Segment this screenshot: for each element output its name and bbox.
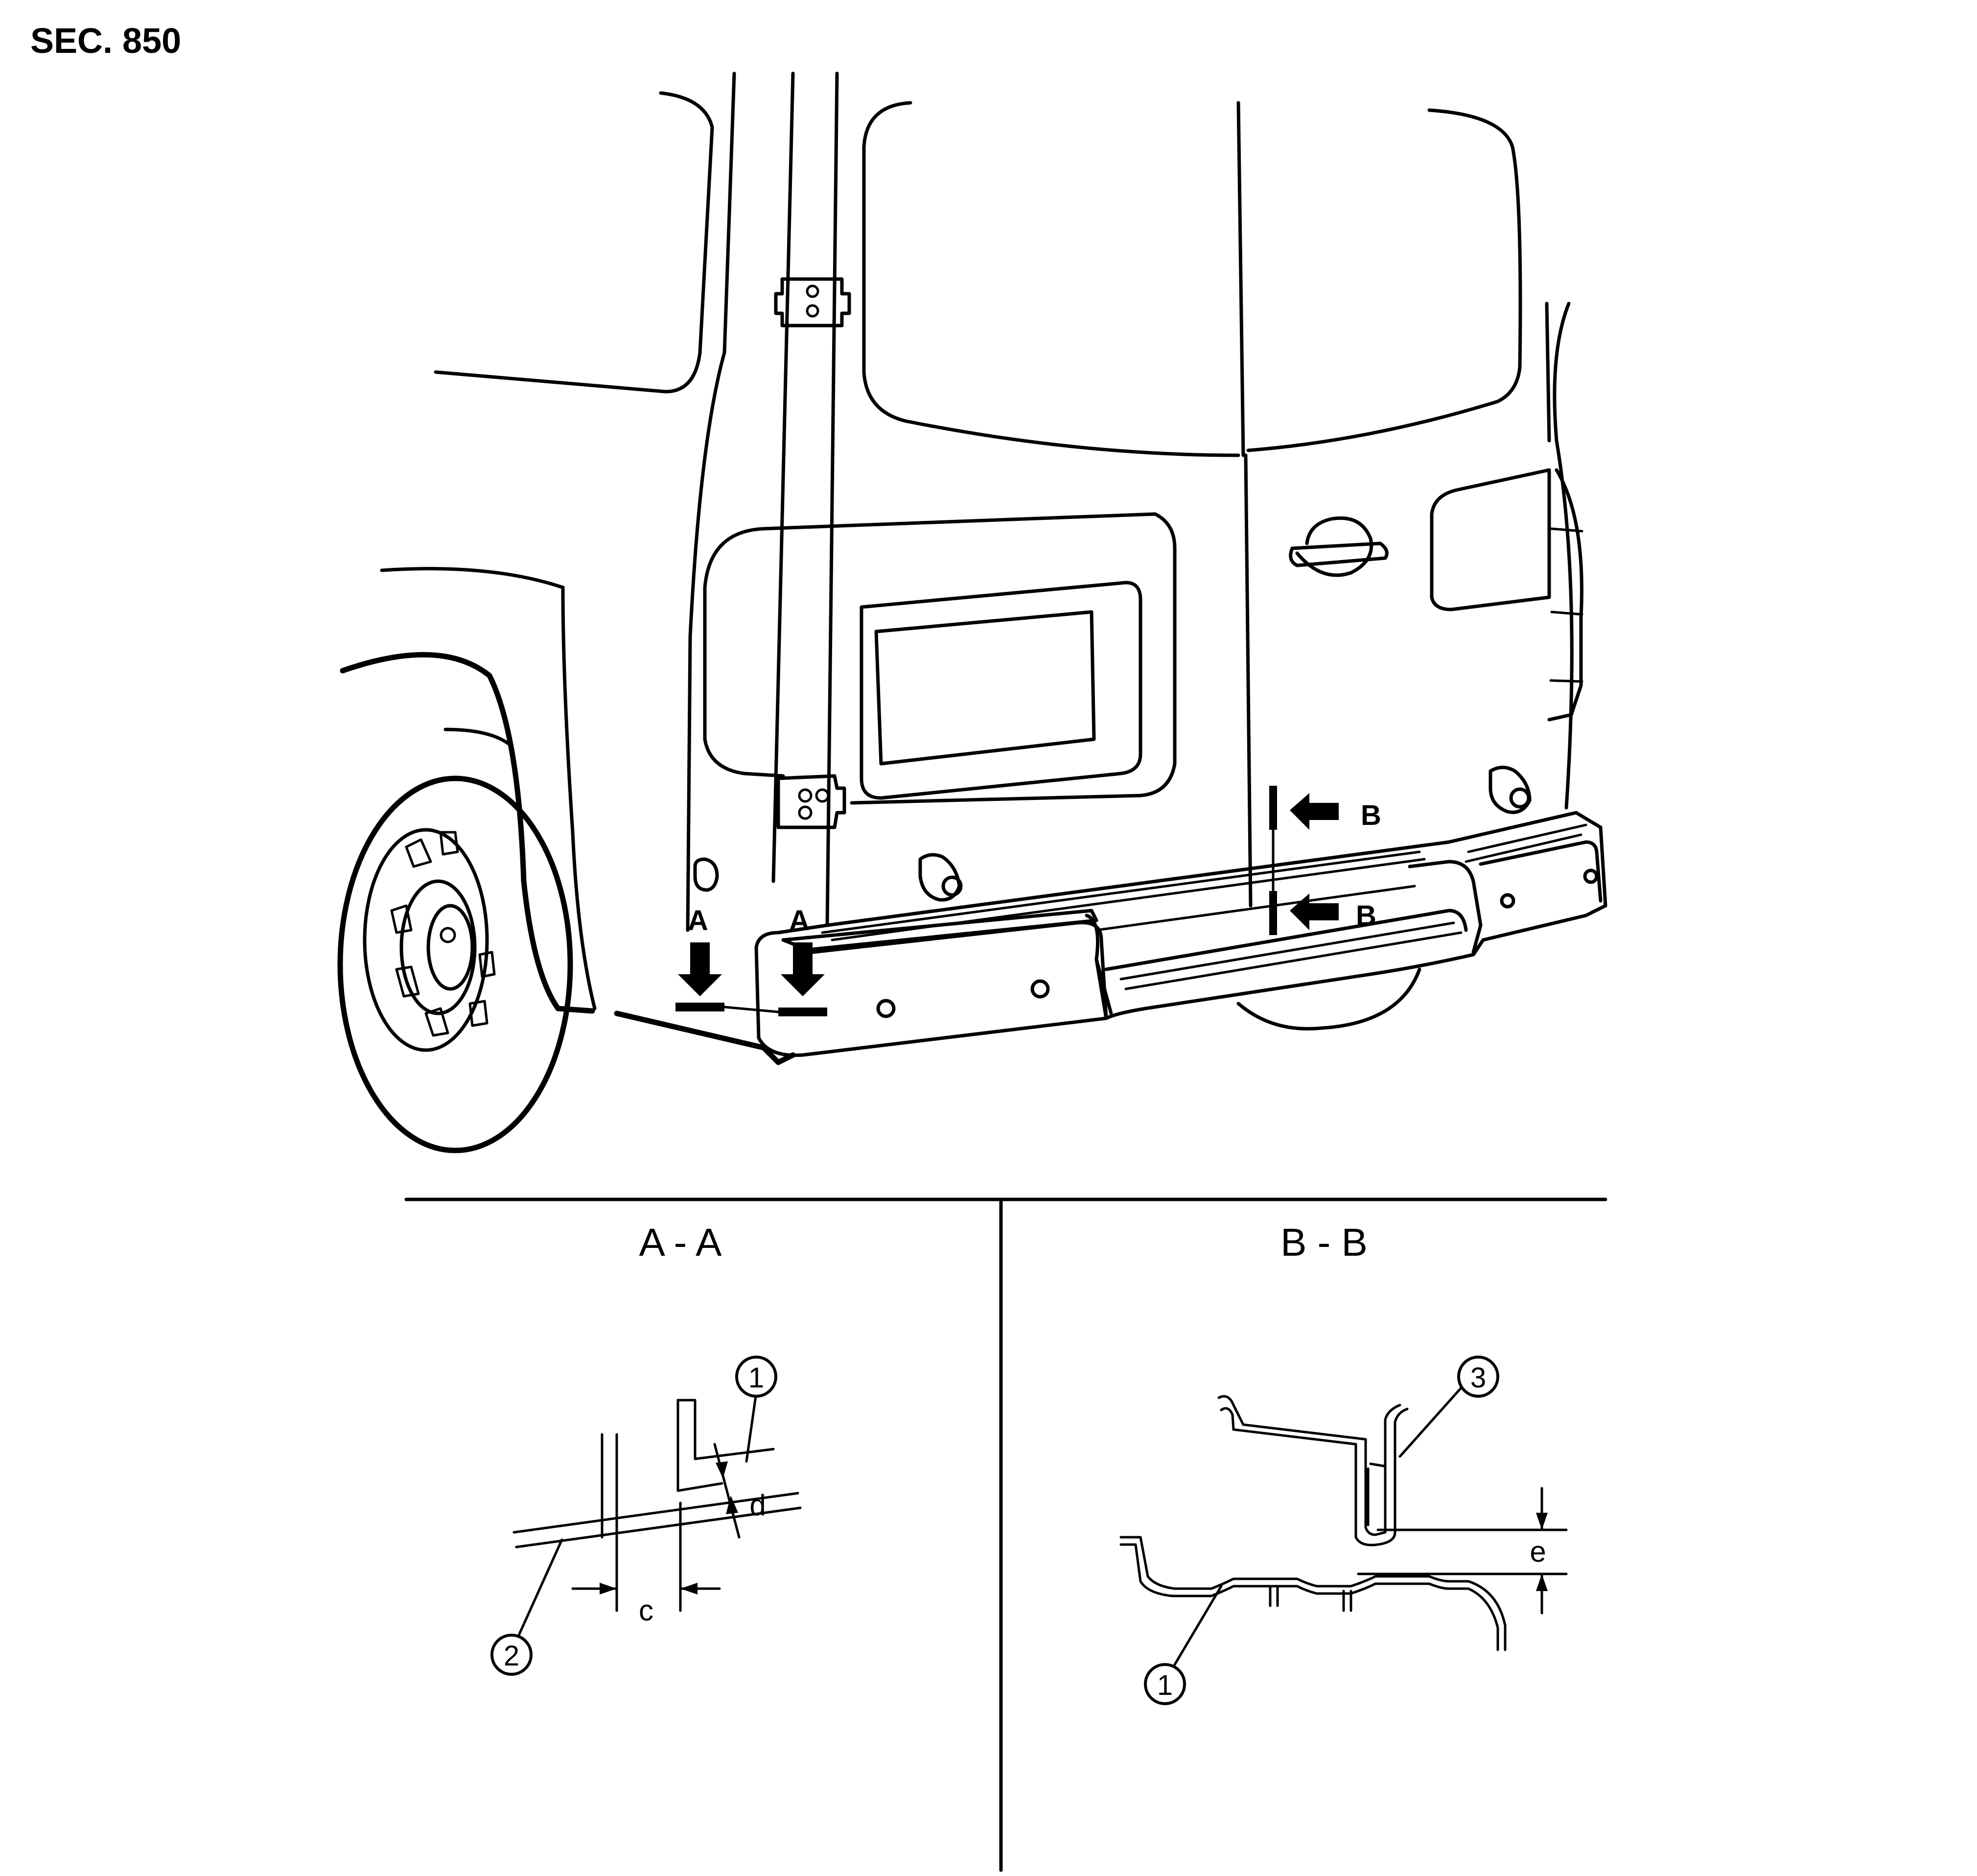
dimension-e: e [1530, 1535, 1546, 1568]
right-door-window [1430, 468, 1551, 611]
bumper-lamp-right [1489, 766, 1532, 814]
section-aa-title: A - A [639, 1220, 722, 1264]
marker-b-lower: B [1269, 891, 1376, 935]
section-bb: B - B 3 1 e [1119, 1220, 1568, 1705]
section-bb-title: B - B [1280, 1220, 1368, 1264]
right-body-edge [1553, 302, 1574, 810]
left-pillar-outer [686, 71, 736, 932]
door-handle [1289, 516, 1389, 577]
marker-a-connector [723, 1006, 780, 1013]
marker-a-right-label: A [789, 905, 810, 937]
side-window [434, 91, 714, 394]
bumper-lamp-left [693, 857, 719, 892]
left-lower-panel [703, 527, 785, 778]
marker-a-left: A [675, 905, 724, 1011]
left-door-edge [771, 71, 795, 883]
dimension-c: c [639, 1594, 653, 1627]
door-seam-lower [1244, 453, 1253, 908]
callout-bb-1: 1 [1157, 1669, 1173, 1701]
right-body-outer [1545, 302, 1551, 443]
left-rear-window [862, 101, 1240, 457]
right-tail-light [1547, 468, 1583, 722]
rear-bumper [754, 811, 1607, 1057]
section-code: SEC. 850 [30, 22, 181, 61]
dimension-d: d [749, 1489, 766, 1522]
callout-aa-1: 1 [748, 1362, 764, 1394]
license-plate-frame [874, 610, 1096, 766]
left-wheel [337, 567, 796, 1153]
license-plate-recess [860, 581, 1142, 800]
upper-hinge [774, 277, 851, 328]
left-door-inner-edge [825, 71, 839, 927]
callout-bb-3: 3 [1470, 1362, 1486, 1394]
marker-b-upper-label: B [1361, 799, 1381, 831]
marker-b-lower-label: B [1356, 900, 1376, 932]
callout-aa-2: 2 [504, 1640, 519, 1672]
marker-a-left-label: A [688, 905, 708, 937]
door-seam-upper [1236, 101, 1245, 457]
marker-b-upper: B [1269, 786, 1381, 831]
bumper-lamp-center [918, 853, 963, 902]
right-wheel-arch [1236, 967, 1421, 1031]
marker-a-right: A [778, 905, 827, 1016]
section-aa: A - A c d 1 2 [490, 1220, 802, 1676]
lower-hinge [776, 774, 846, 829]
right-rear-window [1246, 108, 1522, 452]
van-rear-view [337, 71, 1607, 1153]
